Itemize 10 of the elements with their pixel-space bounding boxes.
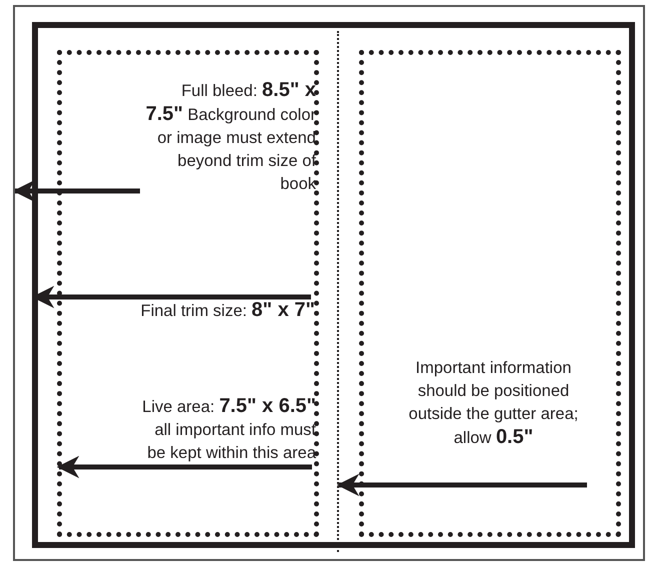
arrow — [56, 456, 312, 478]
annotation-text: Live area: 7.5" x 6.5" all important info must be kept within this area — [135, 395, 316, 467]
arrow — [12, 180, 140, 202]
live-area-outline — [57, 50, 319, 537]
live-area-outline — [359, 50, 621, 537]
annotation-text: Important information should be positioned outside the gutter area; allow 0.5" — [396, 357, 591, 485]
gutter-line — [337, 31, 339, 552]
annotation-text: Full bleed: 8.5" x 7.5" Background color or image must extend beyond trim size of book — [140, 79, 316, 221]
arrow — [336, 474, 587, 496]
annotation-text: Final trim size: 8" x 7" — [65, 299, 315, 325]
